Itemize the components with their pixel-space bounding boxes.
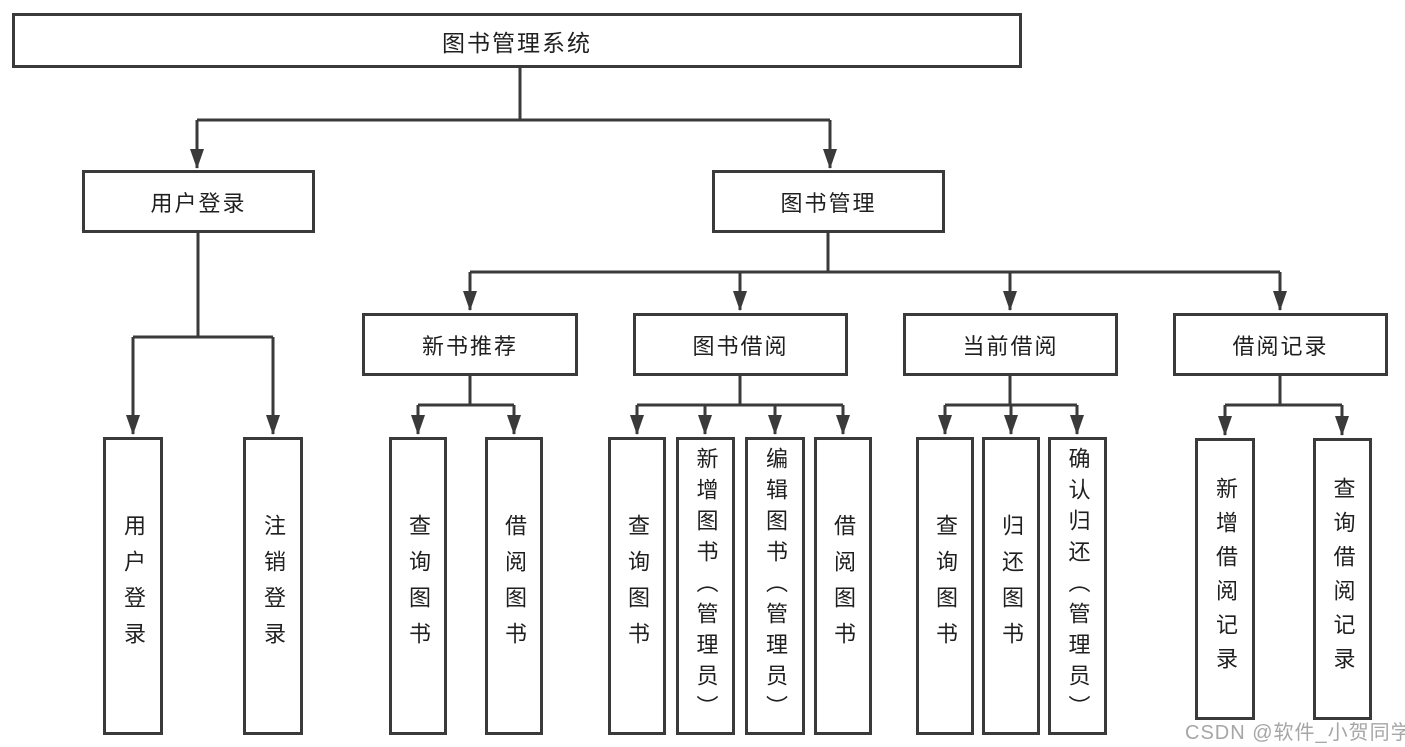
- leaf-add-borrow-record: 新增借阅记录: [1195, 438, 1255, 720]
- branch-user-login: 用户登录: [82, 170, 315, 233]
- leaf-borrow-books: 借阅图书: [814, 437, 872, 735]
- csdn-watermark: CSDN @软件_小贺同学: [1185, 722, 1405, 744]
- leaf-query-borrow-record: 查询借阅记录: [1313, 438, 1372, 720]
- leaf-edit-book-admin: 编辑图书（管理员）: [745, 437, 805, 735]
- leaf-query-books-recommend: 查询图书: [389, 437, 447, 735]
- leaf-add-book-admin: 新增图书（管理员）: [676, 437, 735, 735]
- section-new-book-recommend: 新书推荐: [362, 313, 578, 376]
- leaf-logout: 注销登录: [243, 437, 303, 735]
- leaf-confirm-return-admin: 确认归还（管理员）: [1048, 437, 1107, 735]
- root-node-library-management-system: 图书管理系统: [12, 13, 1022, 68]
- leaf-return-book: 归还图书: [982, 437, 1040, 735]
- section-current-borrow: 当前借阅: [903, 313, 1118, 376]
- leaf-query-books-borrow: 查询图书: [608, 437, 666, 735]
- section-book-borrow: 图书借阅: [633, 313, 848, 376]
- branch-book-management: 图书管理: [712, 170, 945, 233]
- leaf-user-login: 用户登录: [103, 437, 163, 735]
- section-borrow-records: 借阅记录: [1173, 313, 1388, 376]
- leaf-query-books-current: 查询图书: [916, 437, 974, 735]
- leaf-borrow-books-recommend: 借阅图书: [485, 437, 543, 735]
